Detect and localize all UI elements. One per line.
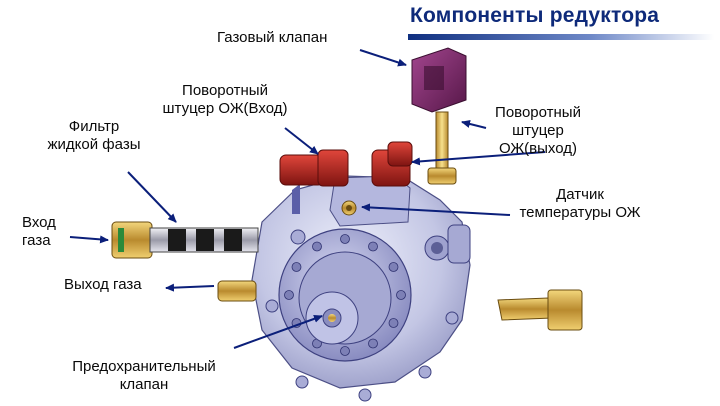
bolt-head: [284, 290, 294, 300]
label-coolant-inlet: Поворотный штуцер ОЖ(Вход): [150, 82, 300, 118]
bolt-ring: [284, 234, 406, 356]
right-fittings: [447, 224, 583, 331]
gas-valve-part: [411, 47, 467, 185]
label-gas-inlet-line1: Вход: [22, 214, 56, 231]
bolt-head: [312, 241, 322, 252]
label-gas-inlet-line2: газа: [22, 232, 51, 249]
bolt-head: [340, 234, 350, 244]
label-coolant-outlet-line1: Поворотный: [495, 104, 581, 121]
label-temp-sensor-line2: температуры ОЖ: [519, 204, 641, 221]
label-relief-valve: Предохранительный клапан: [54, 358, 234, 394]
page-title: Компоненты редуктора: [408, 4, 714, 40]
label-coolant-outlet-line3: ОЖ(выход): [498, 140, 578, 157]
bolt-head: [388, 262, 399, 272]
bolt-head: [368, 241, 378, 252]
filter-assembly: [111, 221, 259, 259]
label-gas-valve: Газовый клапан: [217, 29, 328, 46]
bolt-head: [368, 338, 378, 349]
label-coolant-outlet: Поворотный штуцер ОЖ(выход): [478, 104, 598, 158]
label-coolant-inlet-line2: штуцер ОЖ(Вход): [162, 100, 288, 117]
label-relief-valve-line1: Предохранительный: [72, 358, 216, 375]
gas-outlet-fitting: [217, 280, 257, 302]
label-filter-line2: жидкой фазы: [47, 136, 141, 153]
label-coolant-outlet-line2: штуцер: [512, 122, 564, 139]
label-relief-valve-line2: клапан: [119, 376, 169, 393]
label-temp-sensor-line1: Датчик: [556, 186, 604, 203]
bolt-head: [291, 262, 302, 272]
coolant-fittings: [279, 141, 413, 187]
bolt-head: [396, 290, 406, 300]
main-disk: [278, 228, 412, 362]
label-coolant-inlet-line1: Поворотный: [182, 82, 268, 99]
label-gas-outlet: Выход газа: [64, 276, 142, 293]
bolt-head: [340, 346, 350, 356]
label-filter: Фильтр жидкой фазы: [34, 118, 154, 154]
annotation-arrows: [69, 49, 546, 349]
label-temp-sensor: Датчик температуры ОЖ: [505, 186, 655, 222]
bolt-head: [388, 318, 399, 328]
label-gas-inlet: Вход газа: [22, 214, 56, 250]
label-filter-line1: Фильтр: [68, 118, 120, 135]
title-text: Компоненты редуктора: [410, 4, 660, 27]
title-underline: [408, 34, 714, 40]
